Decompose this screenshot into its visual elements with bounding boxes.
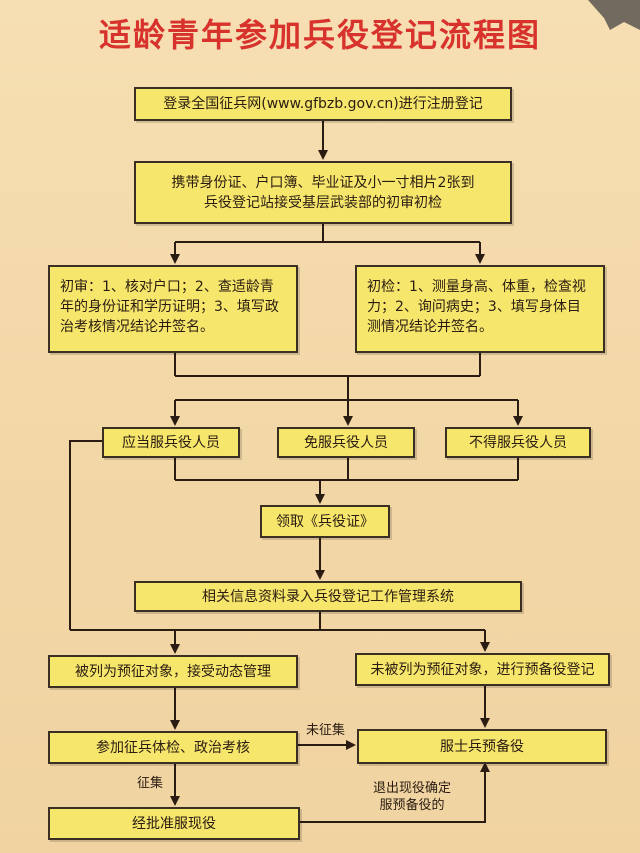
edge-label-retire-line1: 退出现役确定 [372,781,451,796]
node-bring-documents: 携带身份证、户口簿、毕业证及小一寸相片2张到 兵役登记站接受基层武装部的初审初检 [134,161,512,224]
node-should-serve: 应当服兵役人员 [102,427,240,458]
node-get-certificate: 领取《兵役证》 [260,505,390,538]
edge-label-not-conscripted: 未征集 [306,723,346,738]
node-exempt: 免服兵役人员 [277,427,415,458]
node-bring-documents-line1: 携带身份证、户口簿、毕业证及小一寸相片2张到 [171,174,475,191]
page-title: 适龄青年参加兵役登记流程图 [98,16,541,54]
edge-label-conscripted: 征集 [137,776,164,791]
node-bring-documents-line2: 兵役登记站接受基层武装部的初审初检 [204,194,442,211]
corner-decoration-icon [588,0,640,30]
node-register: 登录全国征兵网(www.gfbzb.gov.cn)进行注册登记 [134,87,512,121]
node-approved: 经批准服现役 [48,807,300,840]
node-not-pre-conscript: 未被列为预征对象，进行预备役登记 [355,653,610,686]
node-pre-conscript: 被列为预征对象，接受动态管理 [48,655,298,688]
edge-label-retire: 退出现役确定 服预备役的 [352,780,472,814]
node-reserve: 服士兵预备役 [357,729,607,764]
node-exam-political: 参加征兵体检、政治考核 [48,731,298,764]
node-not-allowed: 不得服兵役人员 [445,427,591,458]
node-initial-exam: 初检：1、测量身高、体重，检查视力；2、询问病史；3、填写身体目测情况结论并签名… [355,265,605,353]
edge-label-retire-line2: 服预备役的 [379,798,445,813]
node-enter-system: 相关信息资料录入兵役登记工作管理系统 [134,581,522,612]
node-initial-review: 初审：1、核对户口；2、查适龄青年的身份证和学历证明；3、填写政治考核情况结论并… [48,265,298,353]
